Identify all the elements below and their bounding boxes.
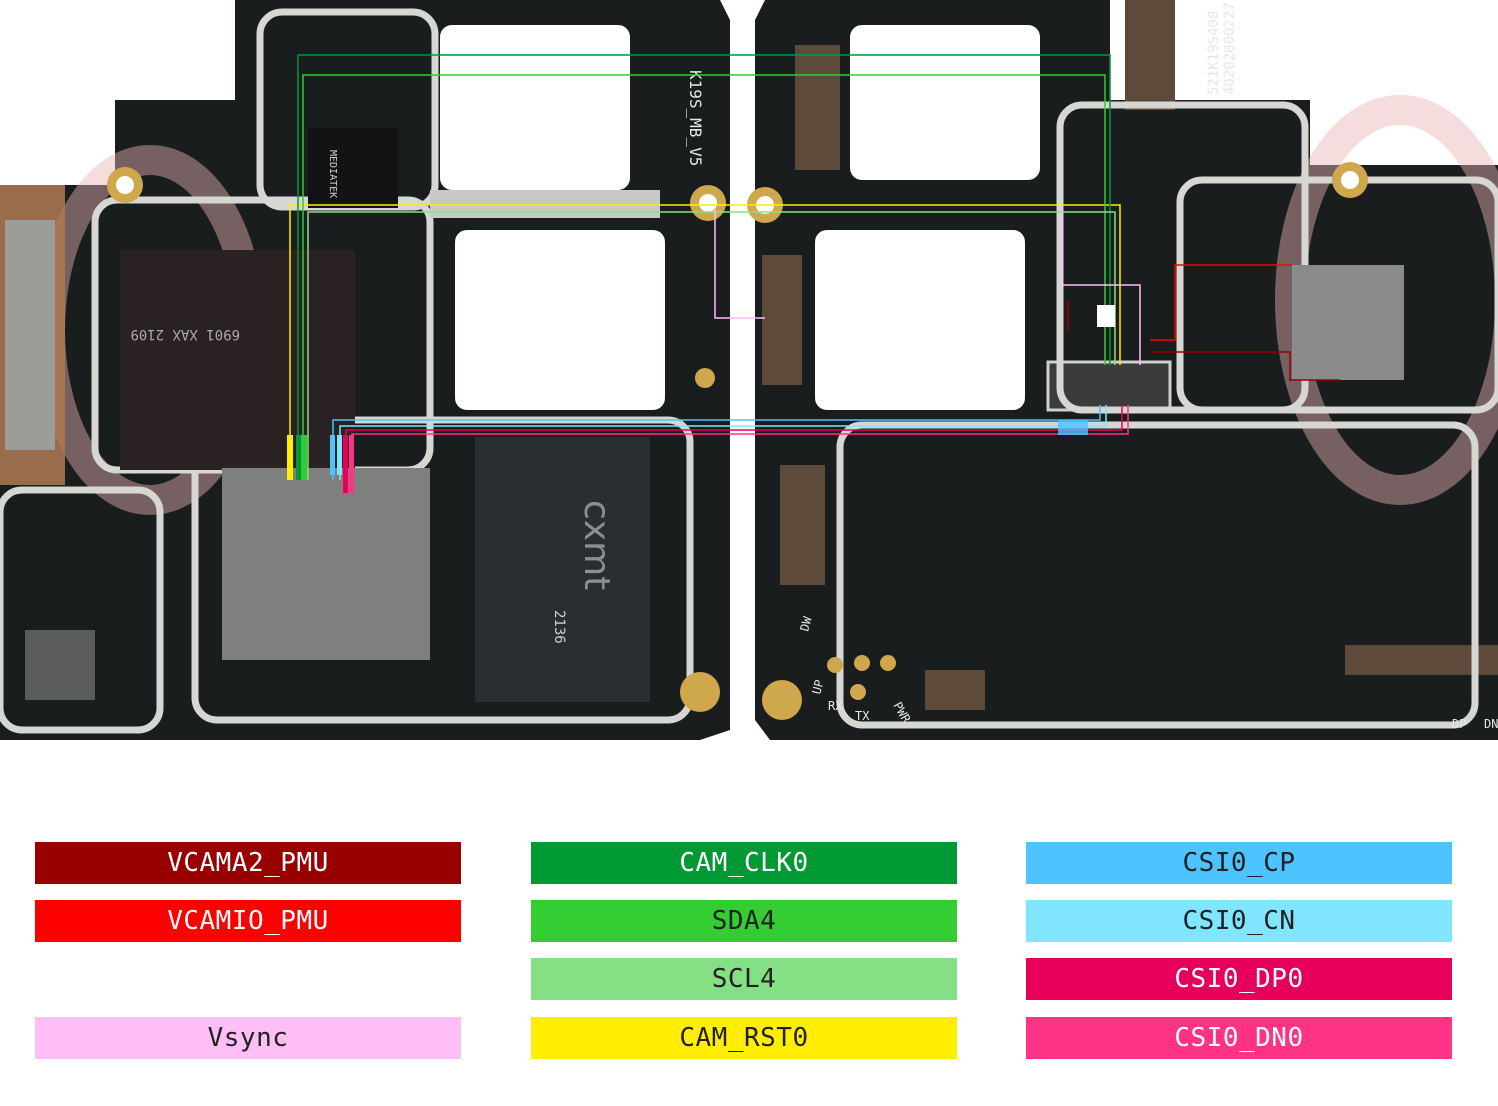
legend-cam-clk0: CAM_CLK0 xyxy=(531,842,957,884)
pad-csi0-cn xyxy=(337,435,342,475)
soc-bga xyxy=(222,468,430,660)
connector-4 xyxy=(1125,0,1175,110)
shield-frame-4 xyxy=(0,486,164,734)
pad-cam-clk0 xyxy=(296,435,302,480)
legend-label: SCL4 xyxy=(711,964,777,994)
pin-label-tx: TX xyxy=(855,709,870,723)
trace-vsync-2 xyxy=(1061,210,1141,365)
legend-csi0-dn0: CSI0_DN0 xyxy=(1026,1017,1452,1059)
connector-1 xyxy=(795,45,840,170)
shield-frame-5 xyxy=(1056,101,1309,414)
legend-label: CSI0_CN xyxy=(1182,906,1296,936)
board-name-text: K19S_MB_V5 xyxy=(686,70,705,166)
legend-label: VCAMIO_PMU xyxy=(167,906,329,936)
right-bga xyxy=(1292,265,1404,380)
trace-scl4 xyxy=(307,211,1116,480)
connector-2 xyxy=(762,255,802,385)
legend-label: CAM_CLK0 xyxy=(679,848,809,878)
memory-date-text: 2136 xyxy=(551,610,567,644)
metal-strip xyxy=(430,190,660,218)
legend-label: CSI0_CP xyxy=(1182,848,1296,878)
legend-vsync: Vsync xyxy=(35,1017,461,1059)
trace-vcama2-pmu xyxy=(1150,351,1340,381)
pin-label-dp: DP xyxy=(1452,717,1466,731)
pad-csi0-cp xyxy=(330,435,335,475)
emmc-code-text: 6901 XAX 2109 xyxy=(130,326,240,342)
shield-frame-6 xyxy=(836,421,1479,729)
pin-label-rx: RX xyxy=(828,699,843,713)
chip-brand-text: MEDIATEK xyxy=(327,150,338,198)
legend-label: SDA4 xyxy=(711,906,777,936)
emmc-area xyxy=(120,250,355,470)
pcb-board-photo: K19S_MB_V5 521K19S400 40202000227 cxmt 2… xyxy=(0,0,1498,740)
right-code-1-text: 521K19S400 xyxy=(1206,11,1222,95)
pad-csi0-dn0 xyxy=(349,435,354,493)
legend-label: VCAMA2_PMU xyxy=(167,848,329,878)
legend-csi0-dp0: CSI0_DP0 xyxy=(1026,958,1452,1000)
cutout-2 xyxy=(455,230,665,410)
connector-3 xyxy=(780,465,825,585)
legend-label: Vsync xyxy=(207,1023,289,1053)
pad-vcamio xyxy=(1097,305,1115,327)
pmic-chip xyxy=(308,128,398,208)
pad-sda4 xyxy=(301,435,307,480)
trace-sda4 xyxy=(302,74,1106,480)
memory-chip xyxy=(475,437,650,702)
pin-label-dw: DW xyxy=(797,614,814,632)
legend-csi0-cn: CSI0_CN xyxy=(1026,900,1452,942)
right-code-2-text: 40202000227 xyxy=(1222,2,1238,95)
legend-csi0-cp: CSI0_CP xyxy=(1026,842,1452,884)
small-bga xyxy=(25,630,95,700)
legend-sda4: SDA4 xyxy=(531,900,957,942)
memory-brand-text: cxmt xyxy=(576,500,617,590)
small-connector xyxy=(925,670,985,710)
legend-label: CSI0_DP0 xyxy=(1174,964,1304,994)
trace-vcamio-pmu xyxy=(1150,264,1292,341)
cutout-1 xyxy=(440,25,630,190)
pad-csi0-dp0 xyxy=(343,435,348,493)
legend-scl4: SCL4 xyxy=(531,958,957,1000)
cutout-3 xyxy=(850,25,1040,180)
legend-cam-rst0: CAM_RST0 xyxy=(531,1017,957,1059)
pad-cam-rst0 xyxy=(287,435,293,480)
cutout-4 xyxy=(815,230,1025,410)
trace-vsync xyxy=(714,210,765,319)
trace-cam-clk0 xyxy=(297,54,1111,480)
legend-label: CSI0_DN0 xyxy=(1174,1023,1304,1053)
pin-label-dn: DN xyxy=(1484,717,1498,731)
legend-vcama2-pmu: VCAMA2_PMU xyxy=(35,842,461,884)
legend-label: CAM_RST0 xyxy=(679,1023,809,1053)
legend-vcamio-pmu: VCAMIO_PMU xyxy=(35,900,461,942)
pad-connector-mark xyxy=(1058,420,1088,435)
pin-label-up: UP xyxy=(809,678,826,696)
watermark-circle-right xyxy=(1275,95,1498,505)
